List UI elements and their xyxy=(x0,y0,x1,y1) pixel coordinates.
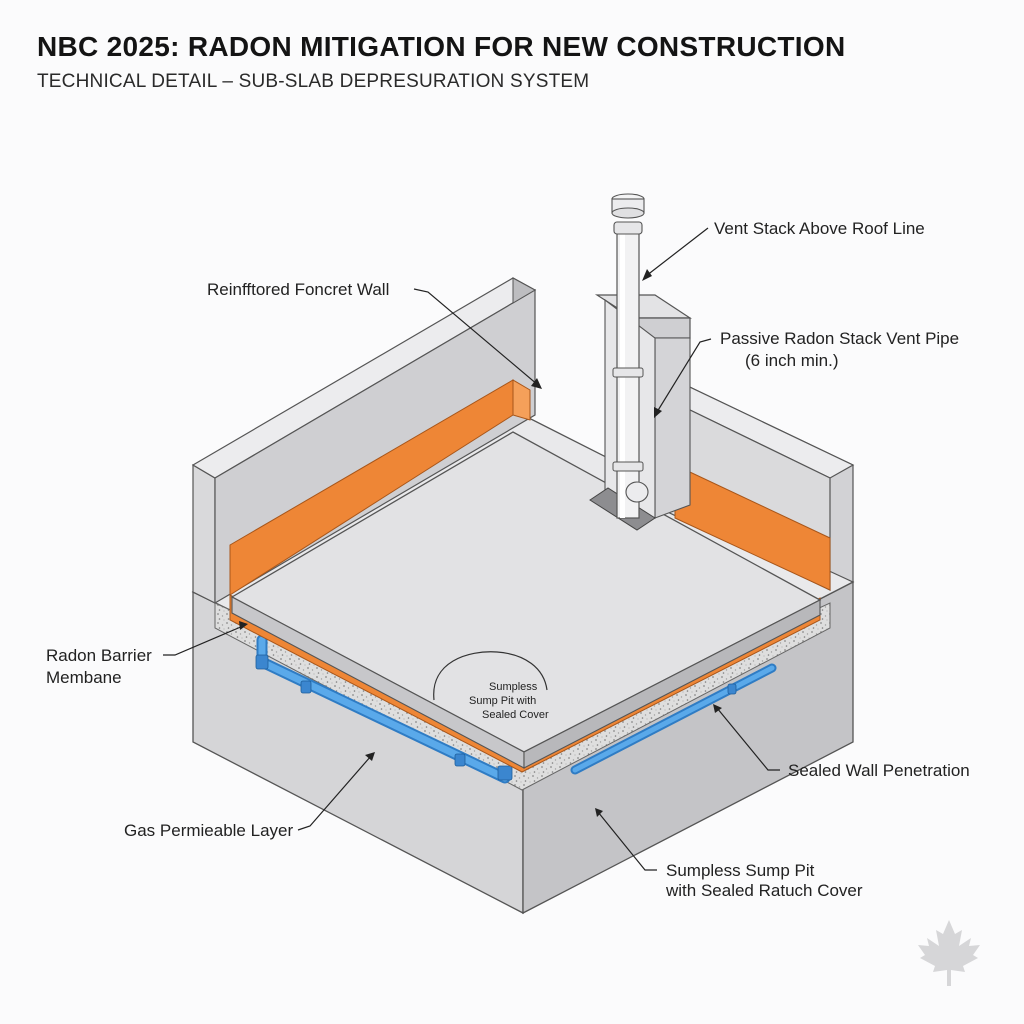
sump-label-1: Sumpless Sump Pit xyxy=(666,861,815,880)
perforated-pipe xyxy=(255,634,777,784)
callout-leaders xyxy=(163,227,780,871)
wall-label: Reinfftored Foncret Wall xyxy=(207,280,389,299)
slab-sump-label-2: Sump Pit with xyxy=(469,695,536,707)
stack-pipe-label-1: Passive Radon Stack Vent Pipe xyxy=(720,329,959,348)
stack-pipe-label-2: (6 inch min.) xyxy=(745,351,839,370)
vent-stack-label: Vent Stack Above Roof Line xyxy=(714,219,925,238)
vent-stack xyxy=(589,193,693,531)
slab-sump-label-3: Sealed Cover xyxy=(482,709,549,721)
barrier-label-2: Membane xyxy=(46,668,122,687)
concrete-slab xyxy=(230,431,822,769)
sealed-penetration-label: Sealed Wall Penetration xyxy=(788,761,970,780)
slab-sump-label-1: Sumpless xyxy=(489,681,538,693)
page-subtitle: TECHNICAL DETAIL – SUB-SLAB DEPRESURATIO… xyxy=(37,71,590,92)
page-title: NBC 2025: RADON MITIGATION FOR NEW CONST… xyxy=(37,31,846,62)
gas-layer-label: Gas Permieable Layer xyxy=(124,821,293,840)
slab-sump-outline xyxy=(433,651,548,701)
maple-leaf-icon xyxy=(918,920,980,986)
sump-label-2: with Sealed Ratuch Cover xyxy=(665,881,863,900)
barrier-label-1: Radon Barrier xyxy=(46,646,152,665)
